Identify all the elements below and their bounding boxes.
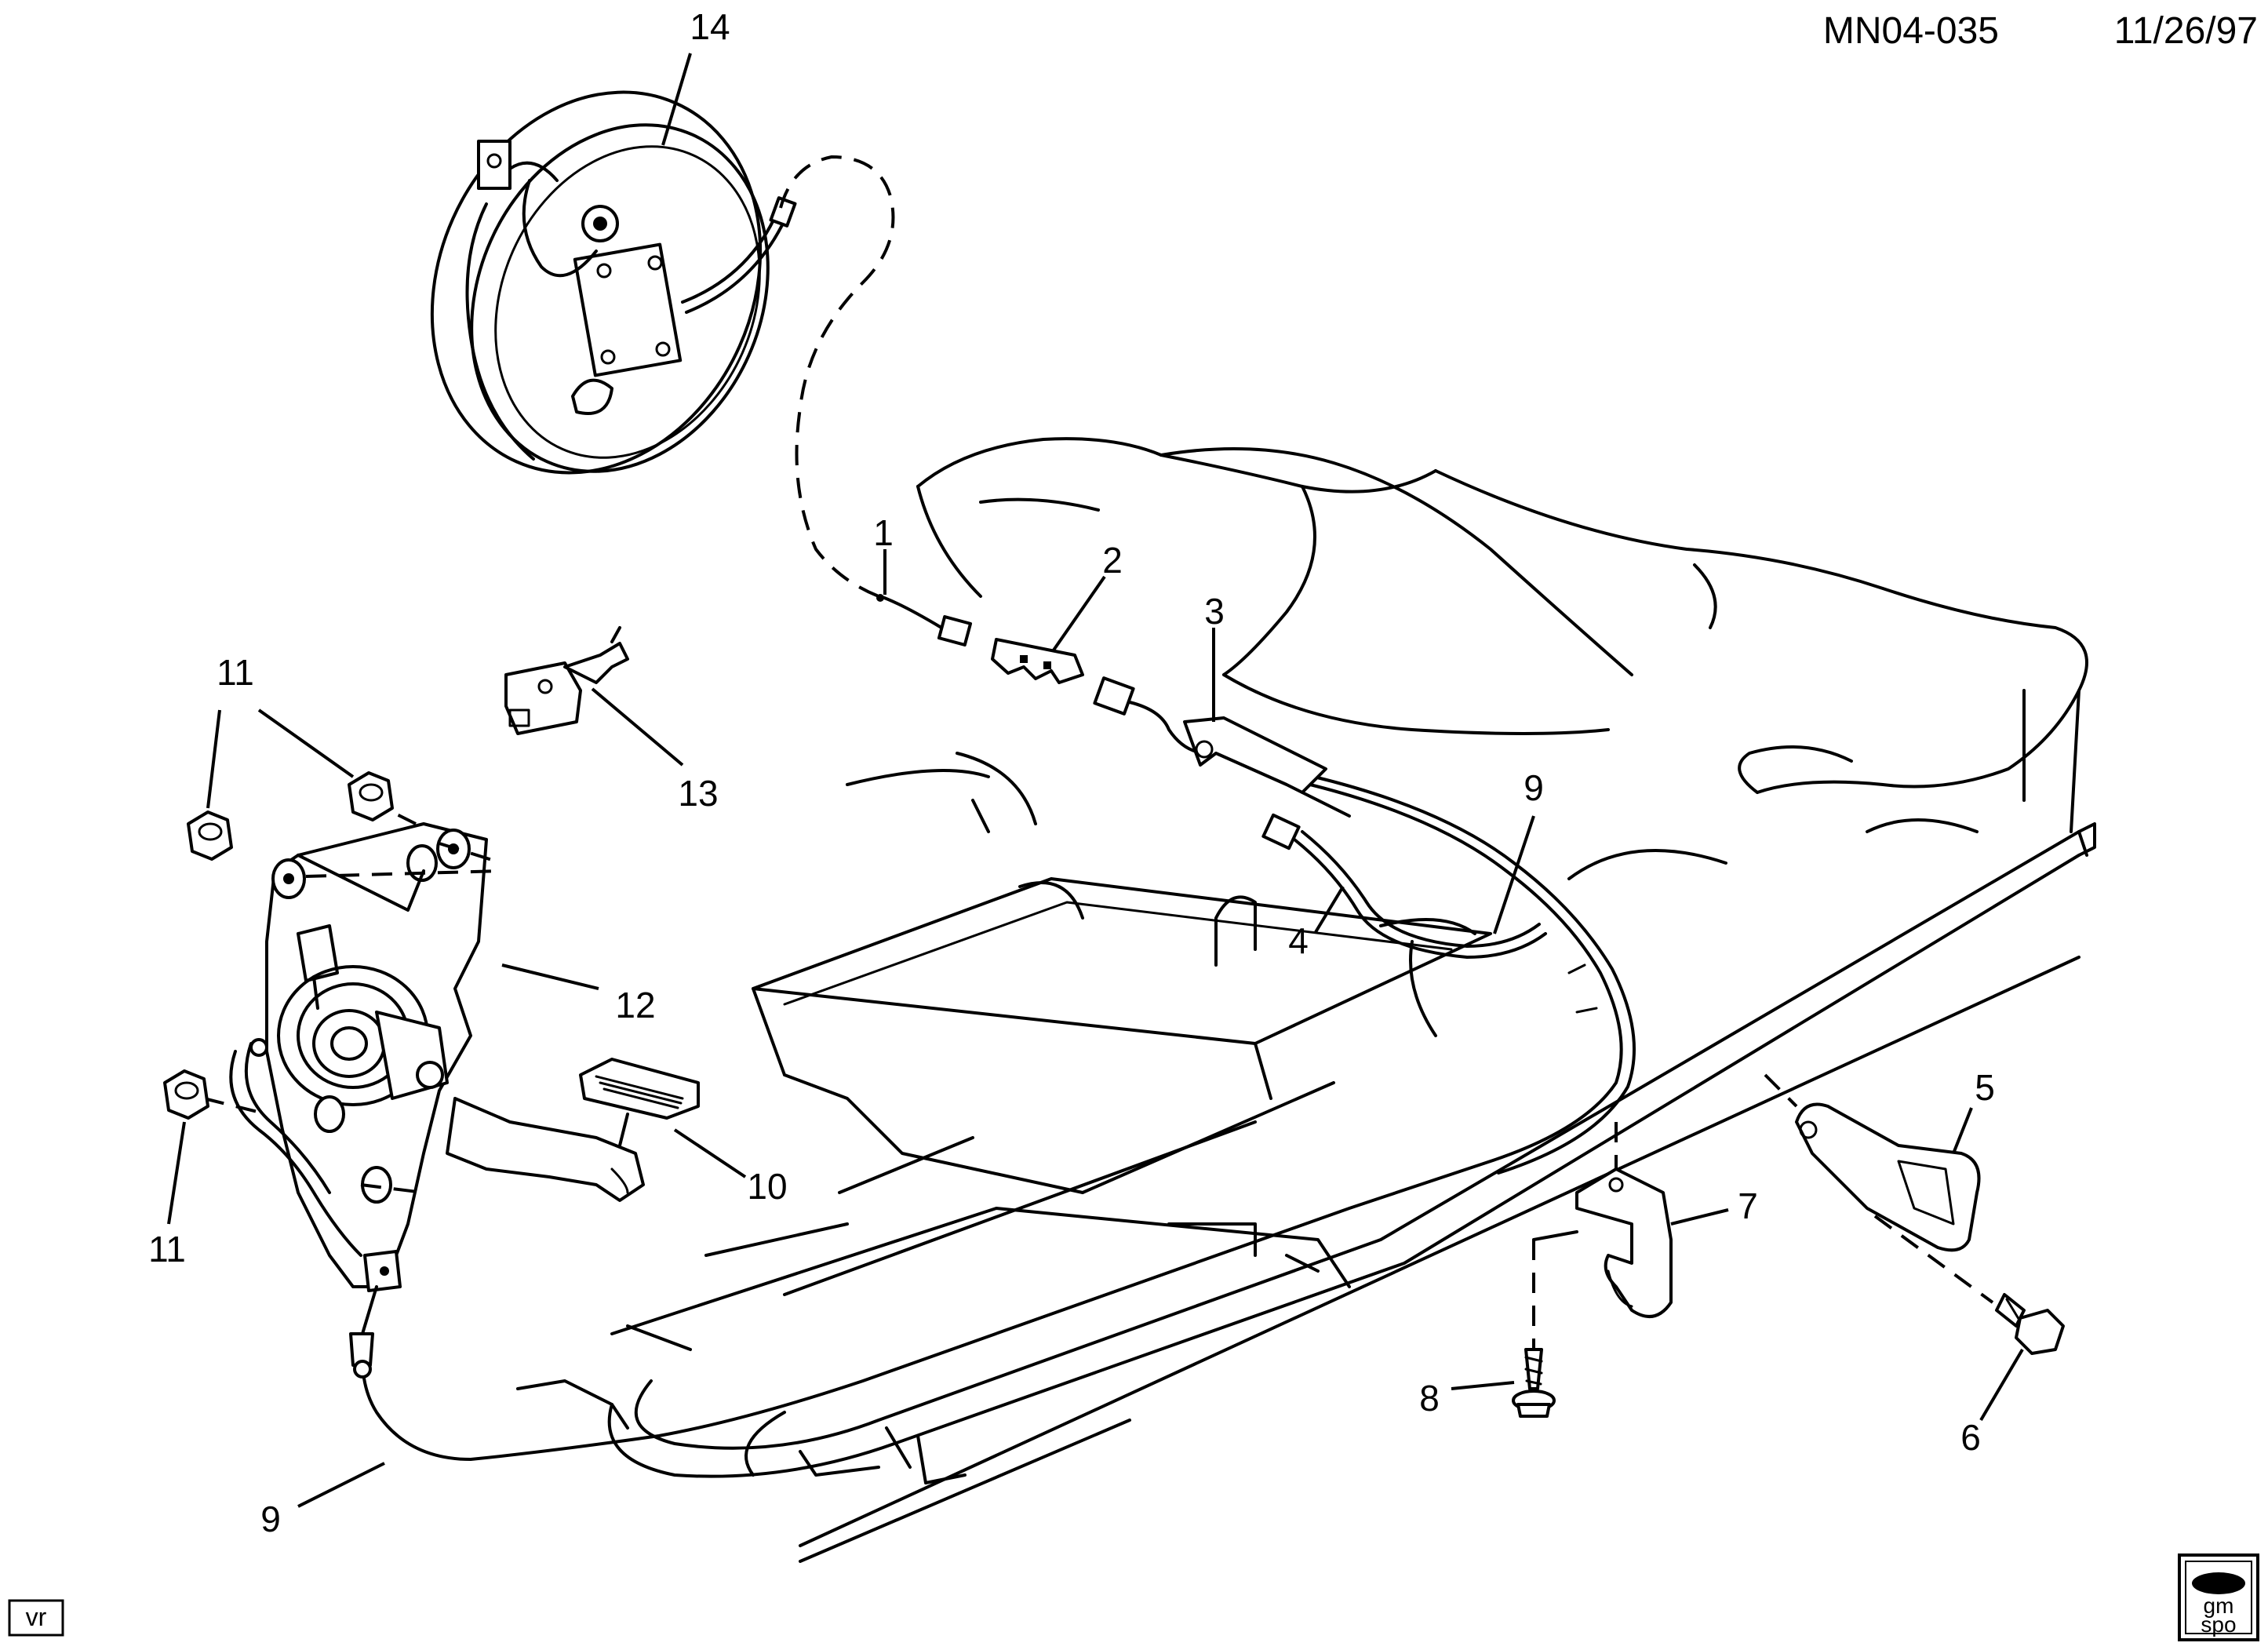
callout-6: 6	[1960, 1417, 1981, 1458]
callout-5: 5	[1975, 1067, 1995, 1108]
callout-7: 7	[1738, 1186, 1758, 1226]
gm-spo-logo: gm spo	[2178, 1553, 2259, 1641]
callout-9-lower: 9	[260, 1499, 281, 1539]
switch-part-13-drawing	[504, 626, 629, 735]
parking-brake-cable-drawing	[361, 775, 1636, 1461]
logo-text-gm: gm	[2204, 1594, 2234, 1618]
equalizer-part-3-drawing	[1093, 676, 1351, 818]
cable-guide-part-5-drawing	[1795, 1102, 1981, 1252]
diagram-date: 11/26/97	[2114, 10, 2258, 52]
callout-11-lower: 11	[148, 1229, 186, 1269]
cable-end-part-1-drawing	[876, 594, 973, 647]
callout-11-upper: 11	[217, 652, 254, 693]
nut-part-11-upper-right-drawing	[348, 771, 394, 821]
pedal-assembly-part-12-drawing	[229, 822, 645, 1292]
callout-12: 12	[615, 985, 655, 1025]
corner-tag-text: vr	[26, 1603, 47, 1631]
callout-13: 13	[678, 773, 718, 814]
cable-lower-end-drawing	[349, 1285, 378, 1379]
clip-bracket-part-7-drawing	[1575, 1167, 1673, 1318]
pedal-pad-part-10-drawing	[579, 1058, 700, 1147]
diagram-code: MN04-035	[1823, 10, 1999, 52]
callout-4: 4	[1288, 920, 1309, 961]
callout-8: 8	[1419, 1378, 1440, 1419]
short-cable-part-4-drawing	[1261, 813, 1547, 959]
corner-tag: vr	[8, 1599, 64, 1637]
callout-10: 10	[747, 1166, 787, 1207]
leader-lines	[167, 53, 2024, 1508]
logo-text-spo: spo	[2201, 1612, 2236, 1637]
nut-part-11-upper-left-drawing	[187, 810, 233, 861]
callout-1: 1	[873, 512, 894, 553]
brake-backing-plate-drawing	[430, 90, 797, 475]
callout-2: 2	[1102, 540, 1123, 581]
screw-part-8-drawing	[1512, 1348, 1556, 1418]
cable-clip-part-2-drawing	[991, 638, 1084, 684]
bolt-part-6-drawing	[1995, 1293, 2065, 1355]
callout-9-upper: 9	[1524, 767, 1544, 808]
callout-14: 14	[690, 6, 730, 47]
callout-3: 3	[1204, 591, 1225, 632]
vehicle-underbody-outline	[516, 437, 2096, 1563]
nut-part-11-lower-drawing	[163, 1069, 209, 1120]
